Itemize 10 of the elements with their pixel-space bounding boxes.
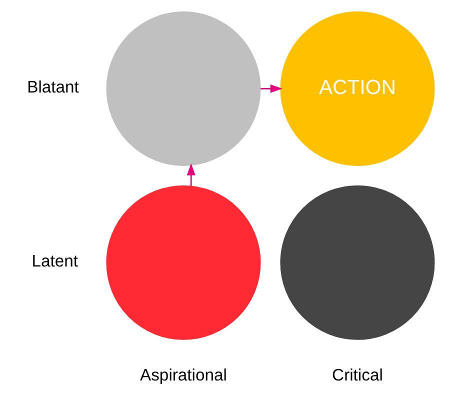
arrow (260, 84, 282, 93)
label: Latent (32, 252, 78, 271)
label: Aspirational (140, 366, 227, 385)
node-circle (106, 185, 261, 340)
node-circle: ACTION (280, 11, 435, 166)
label: Blatant (27, 78, 79, 97)
arrow (186, 163, 196, 186)
node-circle (106, 11, 261, 166)
node-circle (280, 185, 435, 340)
label: Critical (332, 366, 383, 385)
